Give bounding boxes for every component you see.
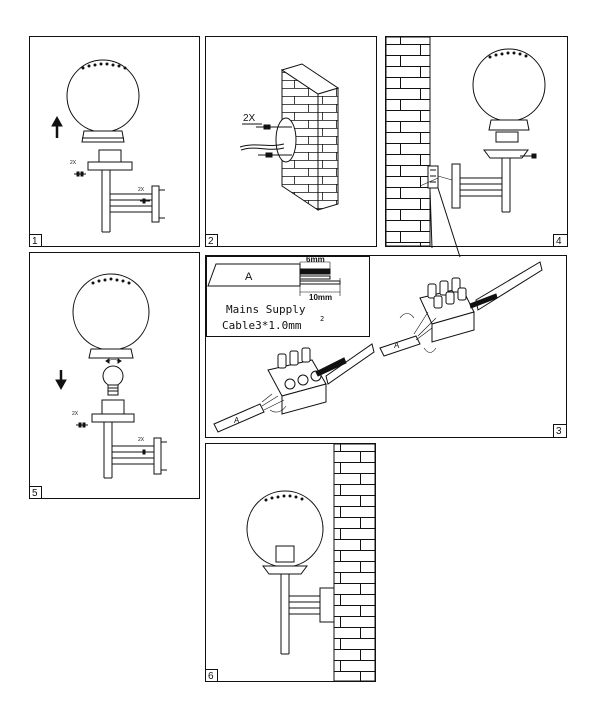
dim-6mm: 6mm — [306, 255, 325, 264]
cable-left — [379, 335, 421, 357]
brick-wall — [385, 36, 431, 247]
globe-lamp — [72, 273, 150, 359]
cable-letter-a-lower: A — [234, 416, 240, 425]
panel-2-number: 2 — [208, 236, 214, 247]
wall-plug-icon — [256, 124, 292, 158]
mounting-arm — [451, 163, 503, 209]
mounting-arm — [288, 587, 335, 623]
caption-superscript: 2 — [320, 315, 324, 323]
globe-lamp — [472, 48, 546, 131]
cable-outer-sheath — [207, 263, 301, 287]
screw-icon — [74, 171, 86, 177]
brick-wall — [333, 443, 376, 682]
caption-mains-supply: Mains Supply — [226, 303, 306, 316]
mounting-arm — [109, 185, 165, 223]
screw-icon — [140, 198, 150, 204]
dim-10mm: 10mm — [309, 293, 332, 302]
screw-icon — [140, 449, 152, 455]
lamp-socket — [275, 545, 295, 563]
panel-2: 2X 2 — [205, 36, 377, 247]
panel-4-number: 4 — [556, 236, 562, 247]
panel-1-number: 1 — [32, 236, 38, 247]
panel-3-number: 3 — [556, 426, 562, 437]
cable-lower — [213, 403, 265, 433]
panel-1-frame — [29, 36, 200, 247]
globe-lamp — [246, 490, 324, 575]
terminal-block — [419, 165, 453, 189]
panel-6-number: 6 — [208, 671, 214, 682]
lamp-holder — [91, 399, 135, 479]
light-bulb-icon — [102, 358, 124, 396]
panel-2-frame — [205, 36, 377, 247]
cable-letter-a: A — [245, 271, 253, 283]
lamp-holder — [280, 574, 290, 655]
cable-spec-box: A 6mm 10mm Mains Supply Cable3*1.0mm 2 — [206, 255, 370, 337]
caption-cable-spec: Cable3*1.0mm — [222, 319, 302, 332]
panel-4: 4 — [385, 36, 568, 258]
panel-3-frame — [205, 255, 567, 438]
panel-1: 2X 2X 1 — [29, 36, 200, 247]
cable-upper — [325, 343, 375, 385]
callout-lines — [429, 187, 461, 258]
wall-block — [275, 63, 340, 211]
panel-3: A 6mm 10mm Mains Supply Cable3*1.0mm 2 — [205, 255, 567, 438]
mounting-arm — [111, 437, 167, 475]
junction-box — [275, 117, 297, 163]
panel-5-frame — [29, 252, 200, 499]
cable — [239, 143, 285, 151]
screw-icon — [76, 422, 88, 428]
panel-5-screw-count-bottom: 2X — [138, 437, 145, 443]
down-arrow-icon — [55, 370, 67, 391]
panel-2-plug-count: 2X — [243, 113, 256, 124]
panel-1-screw-count-bottom: 2X — [138, 187, 145, 193]
terminal-block-open: A — [213, 343, 375, 433]
panel-5-screw-count-top: 2X — [72, 411, 79, 417]
up-arrow-icon — [51, 115, 63, 138]
terminal-block-detail: A — [379, 261, 543, 357]
cable-wire-dark — [299, 268, 331, 275]
lamp-holder — [483, 131, 529, 213]
lamp-holder — [87, 149, 133, 233]
globe-lamp — [66, 59, 140, 143]
panel-5-number: 5 — [32, 488, 38, 499]
cable-letter-a-right: A — [394, 341, 400, 350]
panel-5: 2X 2X 5 — [29, 252, 200, 499]
panel-6: 6 — [205, 443, 376, 682]
panel-1-screw-count-top: 2X — [70, 160, 77, 166]
screw-icon — [520, 153, 537, 159]
